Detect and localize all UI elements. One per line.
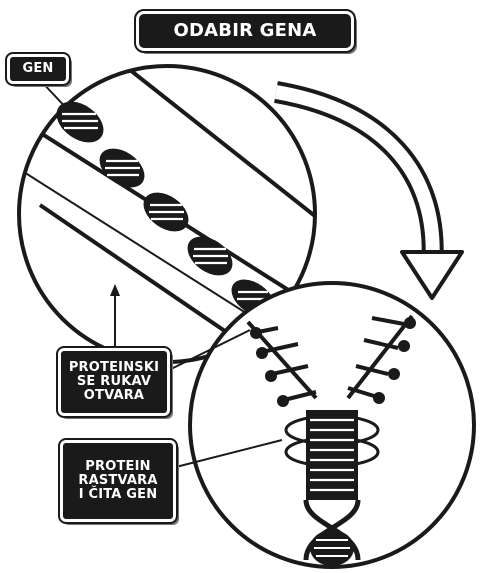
gene-label: GEN (7, 54, 69, 84)
gene-label-text: GEN (22, 62, 53, 76)
protein-reads-gene-label: PROTEIN RASTVARA I ČITA GEN (60, 440, 176, 522)
sleeve-line-3: OTVARA (69, 389, 159, 403)
sleeve-line-2: SE RUKAV (69, 375, 159, 389)
diagram-title: ODABIR GENA (136, 11, 354, 51)
reader-line-2: RASTVARA (78, 474, 157, 488)
reader-line-1: PROTEIN (78, 460, 157, 474)
gene-pointer (40, 80, 70, 112)
sleeve-opens-label: PROTEINSKI SE RUKAV OTVARA (58, 348, 170, 416)
title-text: ODABIR GENA (174, 21, 317, 40)
reader-line-3: I ČITA GEN (78, 488, 157, 502)
sleeve-line-1: PROTEINSKI (69, 361, 159, 375)
